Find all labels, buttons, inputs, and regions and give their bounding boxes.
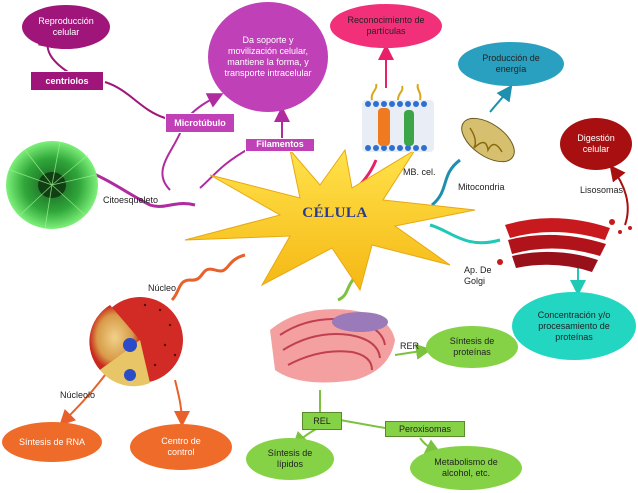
rer-image — [270, 309, 395, 383]
cytoskeleton-image — [6, 141, 98, 229]
peroxisomas-box: Peroxisomas — [385, 421, 465, 437]
soporte-bubble: Da soporte y movilización celular, manti… — [208, 2, 328, 112]
nucleolo-label: Núcleolo — [60, 390, 96, 400]
nucleo-label: Núcleo — [148, 283, 177, 293]
energia-bubble: Producción de energía — [458, 42, 564, 86]
link-microtubulo-star — [161, 127, 183, 191]
reconocimiento-bubble: Reconocimiento de partículas — [330, 4, 442, 48]
mitocondria-label: Mitocondria — [458, 182, 505, 192]
membrane-image — [362, 83, 434, 152]
link-rel-peroxisomas — [339, 419, 386, 429]
sintesis-rna-bubble: Síntesis de RNA — [2, 422, 102, 462]
concentracion-bubble: Concentración y/o procesamiento de prote… — [512, 292, 636, 360]
central-title: CÉLULA — [302, 205, 368, 221]
sintesis-proteinas-bubble: Síntesis de proteínas — [426, 326, 518, 368]
link-lisosomas-digestion — [609, 164, 629, 226]
link-nucleo-rna — [59, 374, 106, 426]
microtubulo-box: Microtúbulo — [165, 113, 235, 133]
rer-label: RER — [400, 341, 420, 351]
link-nucleo-control — [173, 379, 190, 427]
link-microtubulo-soporte — [189, 93, 224, 116]
link-golgi-star — [429, 223, 501, 245]
centriolos-box: centriolos — [30, 71, 104, 91]
mitochondria-image — [461, 117, 515, 163]
lisosomas-label: Lisosomas — [580, 185, 624, 195]
metabolismo-bubble: Metabolismo de alcohol, etc. — [410, 446, 522, 490]
link-rer-proteinas — [394, 343, 432, 360]
rel-box: REL — [302, 412, 342, 430]
link-mito-energia — [489, 84, 513, 113]
link-cytoskeleton-star — [84, 168, 196, 208]
nucleus-image — [89, 297, 183, 387]
centro-control-bubble: Centro de control — [130, 424, 232, 470]
sintesis-lipidos-bubble: Síntesis de lípidos — [246, 438, 334, 480]
reproduccion-bubble: Reproducción celular — [22, 5, 110, 49]
mb-cel-label: MB. cel. — [403, 167, 436, 177]
golgi-image — [497, 218, 632, 272]
link-filamentos-star — [199, 147, 251, 189]
link-mito-star — [430, 158, 461, 207]
citoesqueleto-label: Citoesqueleto — [103, 195, 159, 205]
link-star-nucleo — [170, 253, 246, 302]
golgi-label: Ap. De Golgi — [464, 265, 492, 286]
filamentos-box: Filamentos — [245, 138, 315, 152]
link-centriolos-microtubulo — [104, 81, 166, 119]
digestion-bubble: Digestión celular — [560, 118, 632, 170]
